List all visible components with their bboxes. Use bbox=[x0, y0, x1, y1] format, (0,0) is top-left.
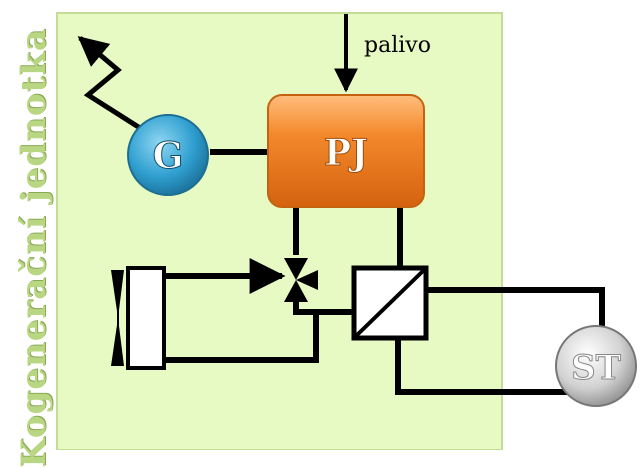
unit-title: Kogenerační jednotka bbox=[14, 28, 54, 468]
cogeneration-diagram: G PJ ST palivo bbox=[56, 12, 637, 450]
heat-exchanger[interactable] bbox=[351, 265, 429, 341]
return-lower-line bbox=[165, 312, 319, 363]
fuel-label: palivo bbox=[364, 33, 431, 58]
unit-panel bbox=[56, 12, 503, 450]
consumer-node[interactable]: ST bbox=[555, 325, 637, 407]
exchanger-consumer-top-line bbox=[426, 287, 605, 340]
three-way-valve[interactable] bbox=[284, 258, 318, 302]
engine-node[interactable]: PJ bbox=[267, 94, 425, 208]
engine-label: PJ bbox=[324, 132, 368, 174]
valve-exchanger-line bbox=[293, 298, 354, 315]
consumer-label: ST bbox=[571, 348, 621, 388]
generator-node[interactable]: G bbox=[127, 114, 209, 196]
generator-label: G bbox=[153, 135, 184, 177]
electricity-arrow bbox=[77, 36, 142, 131]
cooler-radiator[interactable] bbox=[111, 266, 166, 370]
